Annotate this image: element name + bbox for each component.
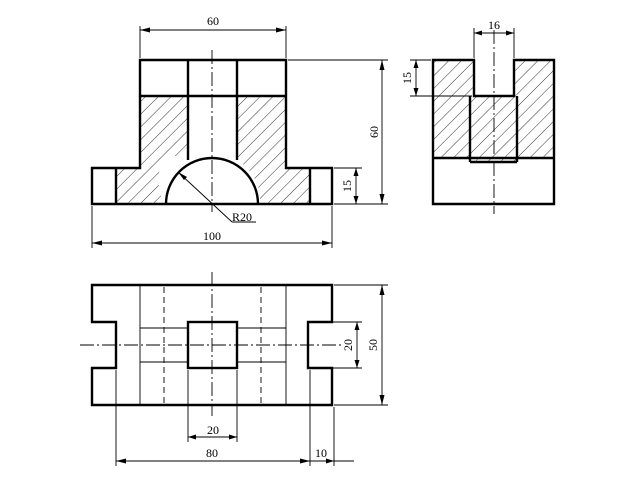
- arrowhead: [140, 27, 150, 33]
- dim-top-width: 60: [207, 14, 219, 28]
- arrowhead: [188, 434, 196, 440]
- dim-edge-offset: 10: [315, 446, 327, 460]
- dim-hole-spacing: 80: [206, 446, 218, 460]
- arrowhead: [354, 322, 360, 330]
- top-view: 50 20 20 80 10: [80, 272, 388, 466]
- arrowhead: [379, 194, 385, 204]
- side-hatch: [433, 60, 554, 162]
- arrowhead: [379, 395, 385, 405]
- arrowhead: [413, 60, 419, 68]
- dim-slot-depth: 15: [400, 72, 414, 84]
- arrowhead: [353, 168, 359, 176]
- dim-bore: 20: [207, 423, 219, 437]
- dim-slot-width: 16: [488, 18, 500, 32]
- arrowhead: [116, 458, 126, 464]
- dim-inner-width: 20: [341, 339, 355, 351]
- side-view: 16 15: [400, 18, 556, 214]
- front-hatch-right: [237, 96, 310, 204]
- arrowhead: [326, 458, 334, 464]
- side-outline: [431, 58, 556, 206]
- arrowhead: [178, 172, 187, 180]
- arrowhead: [353, 196, 359, 204]
- dim-total-width: 100: [203, 229, 221, 243]
- arrowhead: [379, 60, 385, 70]
- dim-radius: R20: [232, 210, 252, 224]
- front-arch-mask: [166, 158, 258, 204]
- arrowhead: [322, 240, 332, 246]
- arrowhead: [474, 30, 482, 36]
- arrowhead: [300, 458, 310, 464]
- arrowhead: [229, 434, 237, 440]
- front-view: 60 100 60 15 R20: [90, 14, 388, 248]
- front-arch: [164, 156, 260, 205]
- arrowhead: [354, 360, 360, 368]
- arrowhead: [413, 88, 419, 96]
- dim-line-radius: [177, 171, 233, 223]
- arrowhead: [276, 27, 286, 33]
- dim-height: 60: [367, 126, 381, 138]
- arrowhead: [92, 240, 102, 246]
- dim-base-height: 15: [340, 180, 354, 192]
- arrowhead: [379, 285, 385, 295]
- dim-depth: 50: [366, 339, 380, 351]
- arrowhead: [506, 30, 514, 36]
- front-hatch-left: [116, 96, 188, 204]
